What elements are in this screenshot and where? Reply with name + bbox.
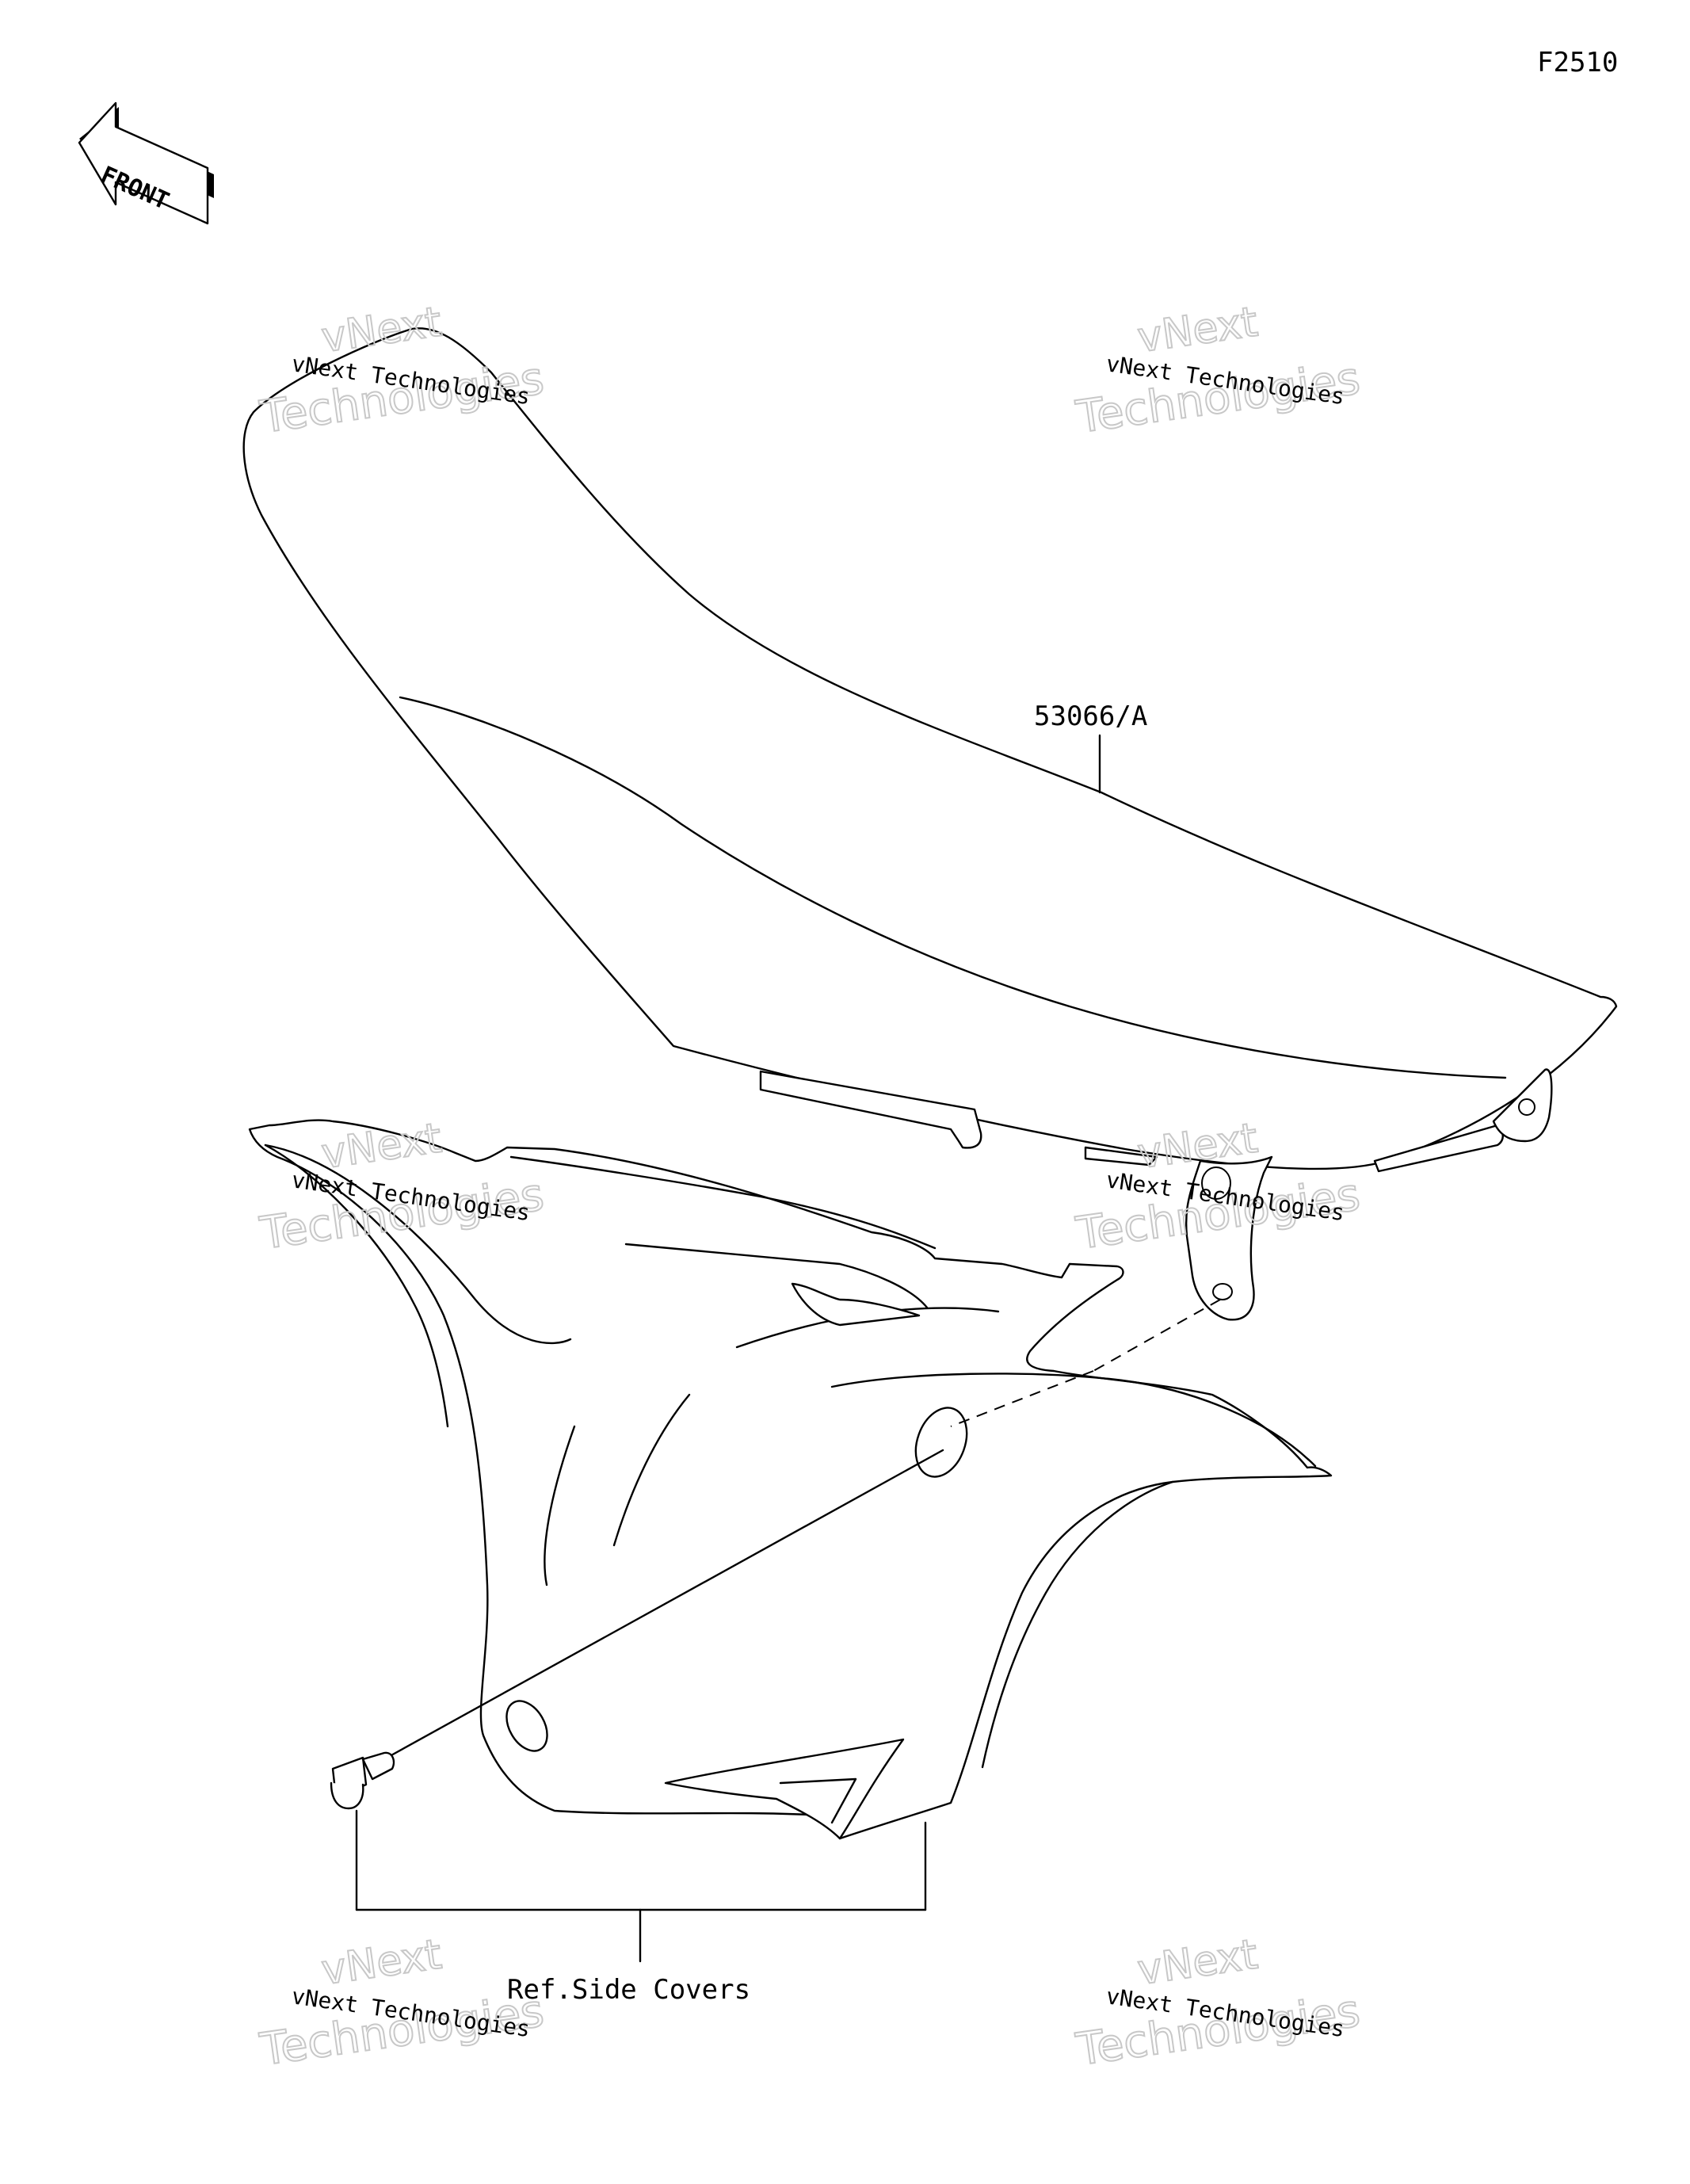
bolt-part — [330, 1751, 395, 1810]
diagram-code: F2510 — [1537, 47, 1618, 78]
svg-text:vNext: vNext — [319, 1930, 444, 1995]
seat-part-label: 53066/A — [1034, 701, 1147, 732]
svg-text:vNext: vNext — [1135, 298, 1261, 362]
front-arrow-icon: FRONT — [78, 101, 214, 225]
seat-part — [242, 327, 1618, 1321]
side-cover-part — [248, 1119, 1333, 1840]
reference-label: Ref.Side Covers — [507, 1974, 750, 2006]
svg-text:vNext: vNext — [1135, 1930, 1261, 1995]
